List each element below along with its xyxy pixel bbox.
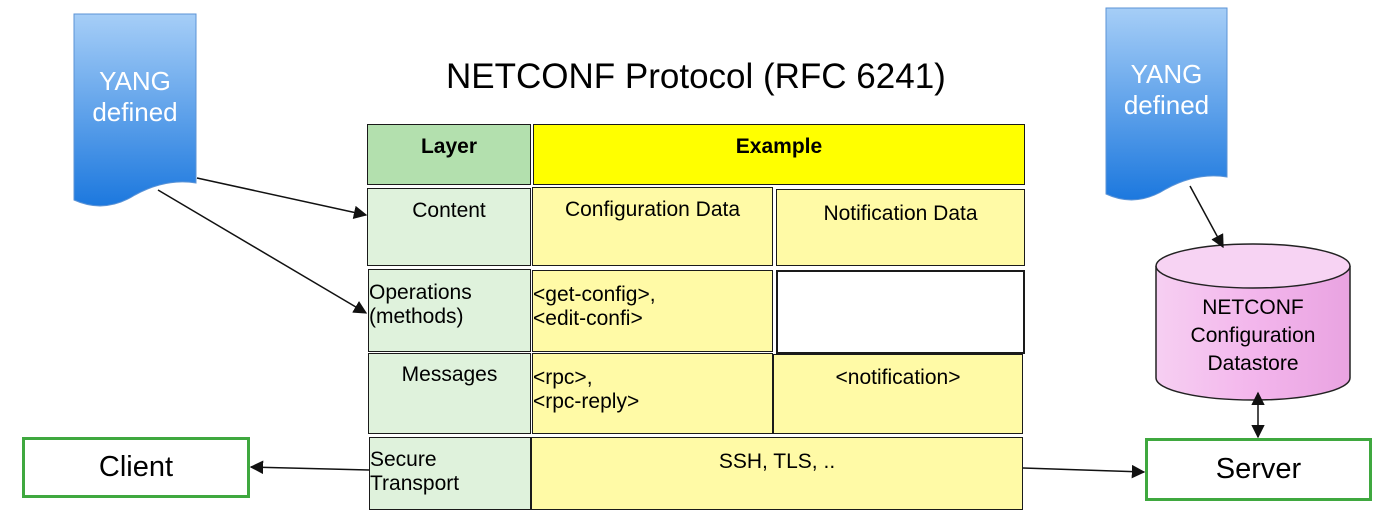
- operations-layer-cell: Operations (methods): [368, 269, 531, 352]
- content-config-cell: Configuration Data: [532, 187, 773, 266]
- operations-layer-line2: (methods): [369, 305, 464, 328]
- transport-layer-cell: Secure Transport: [369, 437, 531, 510]
- transport-layer-line2: Transport: [370, 472, 460, 495]
- messages-layer-label: Messages: [401, 363, 498, 386]
- header-example-cell: Example: [533, 124, 1025, 185]
- arrow-yang-to-datastore: [1189, 185, 1224, 249]
- messages-notification-cell: <notification>: [773, 354, 1023, 434]
- title-area: NETCONF Protocol (RFC 6241): [0, 0, 1380, 110]
- messages-layer-cell: Messages: [368, 353, 531, 434]
- arrow-transport-to-server: [1022, 464, 1146, 479]
- messages-example-line1: <rpc>,: [533, 366, 593, 389]
- arrow-yang-to-operations: [157, 189, 368, 314]
- content-notification-label: Notification Data: [823, 202, 978, 225]
- datastore-label: NETCONF Configuration Datastore: [1156, 294, 1350, 378]
- page-title: NETCONF Protocol (RFC 6241): [446, 57, 946, 96]
- header-layer-cell: Layer: [367, 124, 531, 185]
- operations-example-line1: <get-config>,: [533, 283, 656, 306]
- messages-example-line2: <rpc-reply>: [533, 390, 640, 413]
- operations-example-line2: <edit-confi>: [533, 307, 643, 330]
- client-label: Client: [98, 451, 174, 483]
- datastore-line1: NETCONF: [1202, 296, 1304, 319]
- messages-example-cell: <rpc>, <rpc-reply>: [532, 353, 773, 434]
- content-config-label: Configuration Data: [564, 198, 741, 221]
- header-example-label: Example: [735, 135, 823, 158]
- server-label: Server: [1215, 453, 1302, 485]
- transport-layer-line1: Secure: [370, 448, 437, 471]
- messages-notification-label: <notification>: [835, 366, 961, 389]
- content-notification-cell: Notification Data: [776, 189, 1025, 266]
- yang-banner-left: [73, 13, 197, 207]
- server-box: Server: [1145, 438, 1372, 501]
- client-box: Client: [22, 437, 250, 498]
- arrow-yang-to-content: [196, 177, 368, 219]
- operations-layer-line1: Operations: [369, 281, 472, 304]
- arrow-transport-to-client: [249, 460, 370, 475]
- datastore-line3: Datastore: [1207, 352, 1299, 375]
- yang-banner-right: [1105, 7, 1228, 201]
- operations-empty-cell: [776, 270, 1025, 354]
- datastore-line2: Configuration: [1190, 324, 1316, 347]
- header-layer-label: Layer: [420, 135, 478, 158]
- transport-example-cell: SSH, TLS, ..: [531, 437, 1023, 510]
- transport-example-label: SSH, TLS, ..: [718, 450, 836, 473]
- content-layer-cell: Content: [367, 188, 531, 266]
- content-layer-label: Content: [412, 199, 486, 222]
- operations-example-cell: <get-config>, <edit-confi>: [532, 270, 773, 352]
- datastore-cylinder: [1155, 243, 1351, 401]
